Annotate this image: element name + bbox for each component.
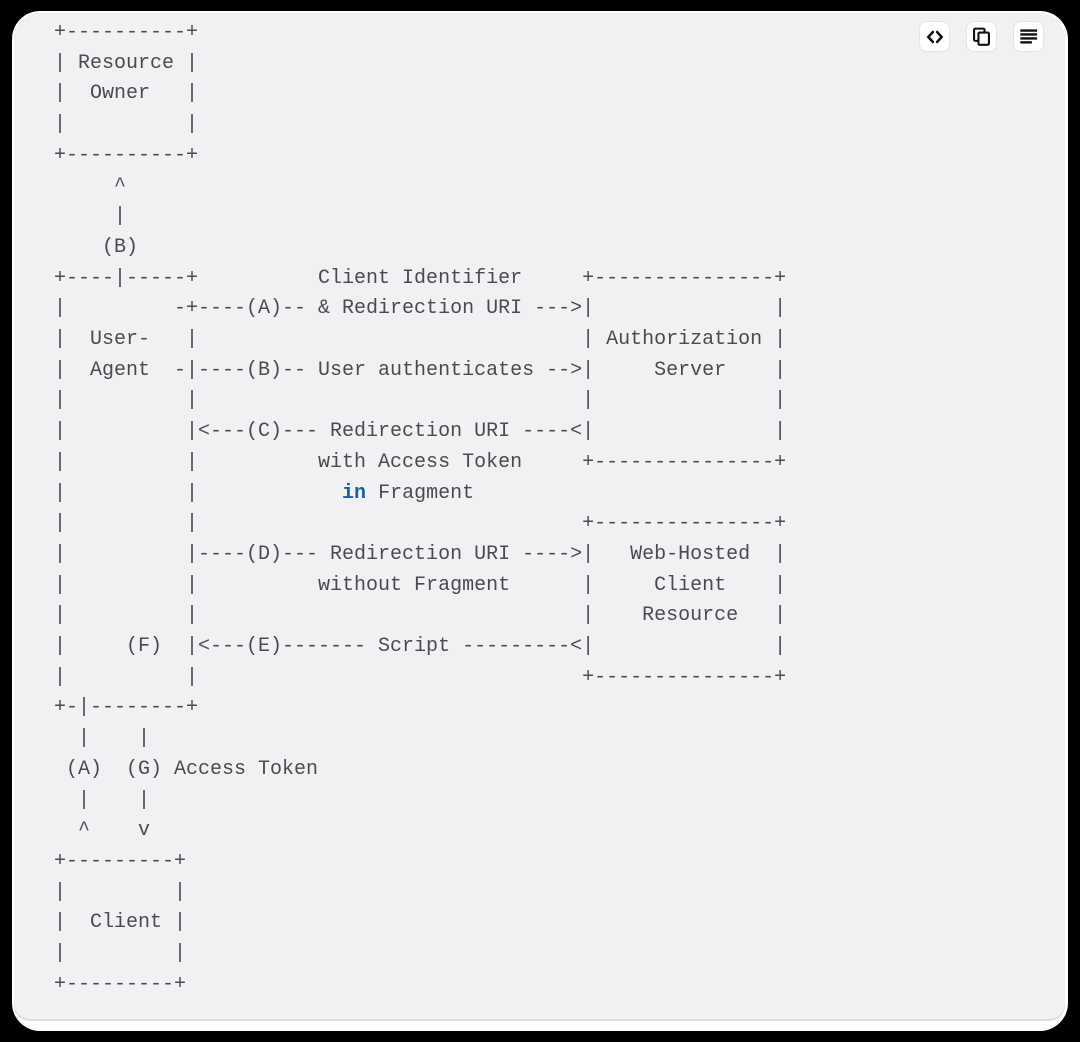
code-block-panel: +----------+ | Resource | | Owner | | | … <box>14 13 1065 1019</box>
code-icon <box>925 27 945 47</box>
ascii-diagram: +----------+ | Resource | | Owner | | | … <box>54 21 787 996</box>
copy-icon <box>971 26 992 47</box>
view-code-button[interactable] <box>919 21 950 52</box>
text-lines-button[interactable] <box>1013 21 1044 52</box>
code-block-toolbar <box>919 21 1044 52</box>
copy-button[interactable] <box>966 21 997 52</box>
text-lines-icon <box>1018 26 1039 47</box>
code-block-card: +----------+ | Resource | | Owner | | | … <box>12 11 1068 1031</box>
